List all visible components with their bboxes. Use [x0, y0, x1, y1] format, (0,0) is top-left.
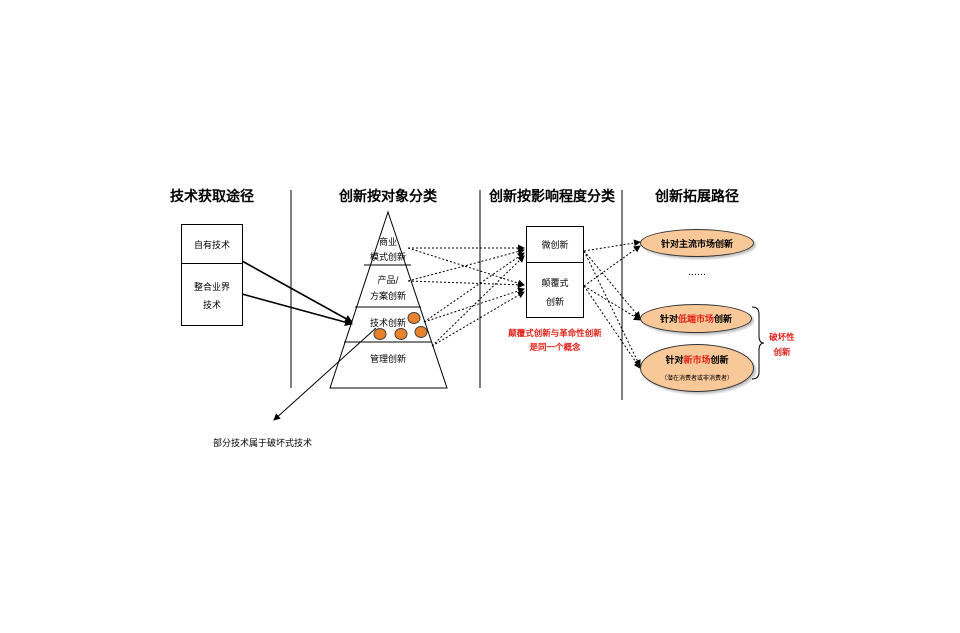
path-lowend-text: 针对低端市场创新	[660, 312, 732, 325]
arrow-integrate-tech	[241, 293, 353, 327]
path-newmarket-suffix: 创新	[710, 356, 729, 366]
impact-note-1: 颠覆式创新与革命性创新	[508, 329, 602, 339]
dotted-arrows-pyramid-to-impact	[407, 244, 525, 347]
pyramid-product-1: 产品/	[377, 276, 399, 286]
header-acquisition: 技术获取途径	[170, 189, 254, 205]
dotted-arrows-impact-to-paths	[583, 239, 641, 369]
path-lowend-highlight: 低端市场	[677, 315, 714, 325]
impact-note-2: 是同一个概念	[529, 343, 581, 353]
header-by-object: 创新按对象分类	[339, 189, 437, 205]
acquisition-box: 自有技术 整合业界 技术	[181, 224, 243, 326]
impact-divider	[527, 262, 583, 263]
micro-innovation-label: 微创新	[541, 241, 569, 251]
disruptive-label-2: 创新	[545, 298, 564, 308]
tech-circles	[373, 312, 428, 340]
pyramid-business-2: 模式创新	[369, 253, 406, 263]
pyramid-product-2: 方案创新	[369, 292, 406, 302]
pyramid-business-1: 商业	[378, 238, 397, 248]
integrate-label-2: 技术	[202, 301, 221, 311]
arrow-own-tech	[241, 260, 353, 323]
own-tech-label: 自有技术	[193, 240, 230, 251]
disruptive-innovation-1: 破坏性	[769, 333, 795, 343]
pyramid-management: 管理创新	[369, 355, 406, 365]
path-newmarket-highlight: 新市场	[683, 356, 711, 366]
path-lowend-prefix: 针对	[659, 315, 678, 325]
arrow-to-bottom-note	[273, 327, 377, 421]
impact-box: 微创新 颠覆式 创新	[526, 226, 584, 318]
path-lowend-oval: 针对低端市场创新	[640, 304, 752, 333]
path-mainstream-oval: 针对主流市场创新	[640, 229, 754, 257]
header-by-impact: 创新按影响程度分类	[489, 189, 615, 205]
path-mainstream-label: 针对主流市场创新	[660, 239, 733, 250]
path-lowend-suffix: 创新	[714, 315, 733, 325]
disruptive-brace	[751, 306, 765, 380]
integrate-label-1: 整合业界	[193, 283, 230, 293]
disruptive-label-1: 颠覆式	[541, 279, 569, 289]
acquisition-divider	[182, 263, 242, 264]
path-ellipsis: ……	[688, 268, 706, 278]
innovation-pyramid	[329, 210, 448, 389]
header-expansion: 创新拓展路径	[655, 189, 739, 205]
bottom-note: 部分技术属于破坏式技术	[213, 439, 313, 449]
path-newmarket-oval: 针对新市场创新 （潜在消费者或非消费者）	[640, 344, 754, 392]
pyramid-technology: 技术创新	[369, 319, 406, 329]
path-newmarket-sub: （潜在消费者或非消费者）	[660, 375, 733, 382]
path-newmarket-prefix: 针对	[665, 356, 684, 366]
path-newmarket-text: 针对新市场创新	[641, 353, 753, 366]
disruptive-innovation-2: 创新	[773, 348, 791, 358]
